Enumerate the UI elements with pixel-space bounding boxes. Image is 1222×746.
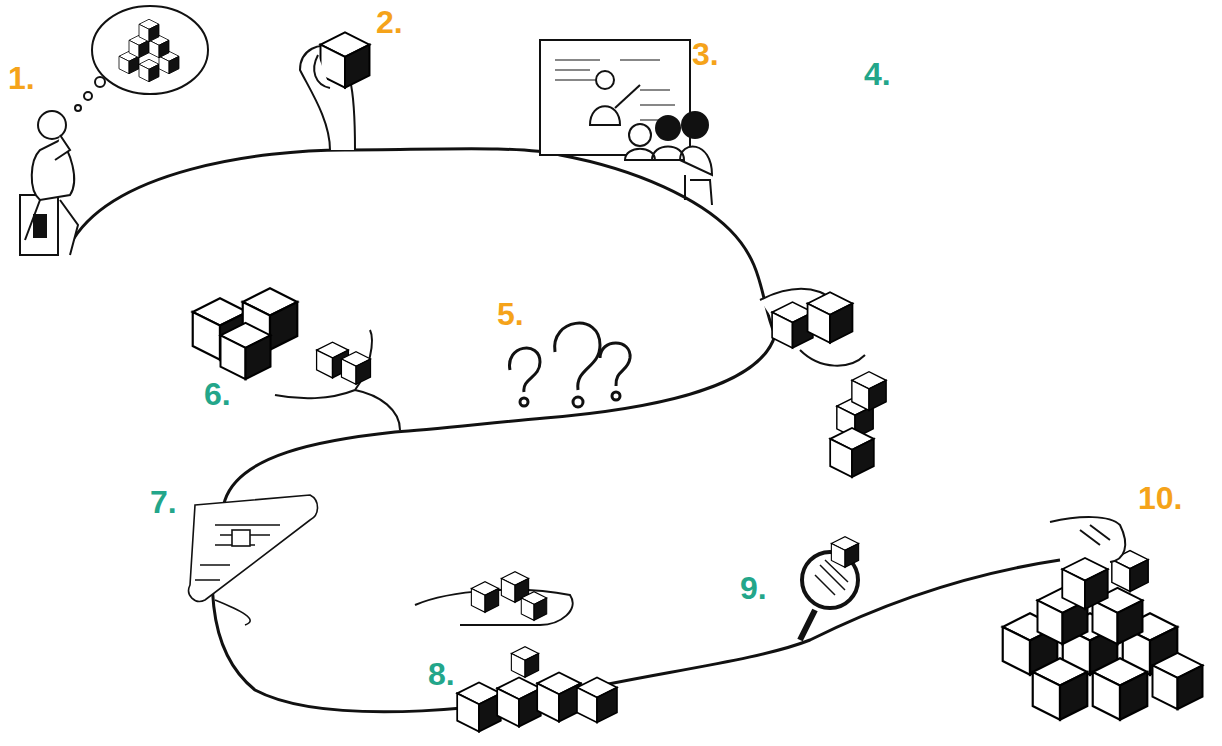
hand-with-blocks [193,288,400,430]
thought-pyramid [119,19,179,82]
placing-hand [1050,517,1125,562]
callout-number: 2. [376,6,403,38]
plan-scroll [189,495,318,625]
hand-holding-cube [300,32,369,150]
callout-number: 1. [8,62,35,94]
presentation-scene [540,40,712,205]
callout-number: 10. [1138,482,1182,514]
callout-number: 4. [864,58,891,90]
callout-number: 3. [692,38,719,70]
winding-path [70,149,1060,712]
thinker-figure [20,6,208,255]
callout-number: 8. [428,658,455,690]
hands-cubes [760,289,886,477]
finished-pyramid [1003,551,1203,720]
callout-number: 6. [204,378,231,410]
callout-number: 5. [497,298,524,330]
building-blocks [415,572,617,732]
callout-number: 7. [150,486,177,518]
question-marks [510,323,631,407]
magnifying-glass [800,537,859,640]
callout-number: 9. [740,572,767,604]
